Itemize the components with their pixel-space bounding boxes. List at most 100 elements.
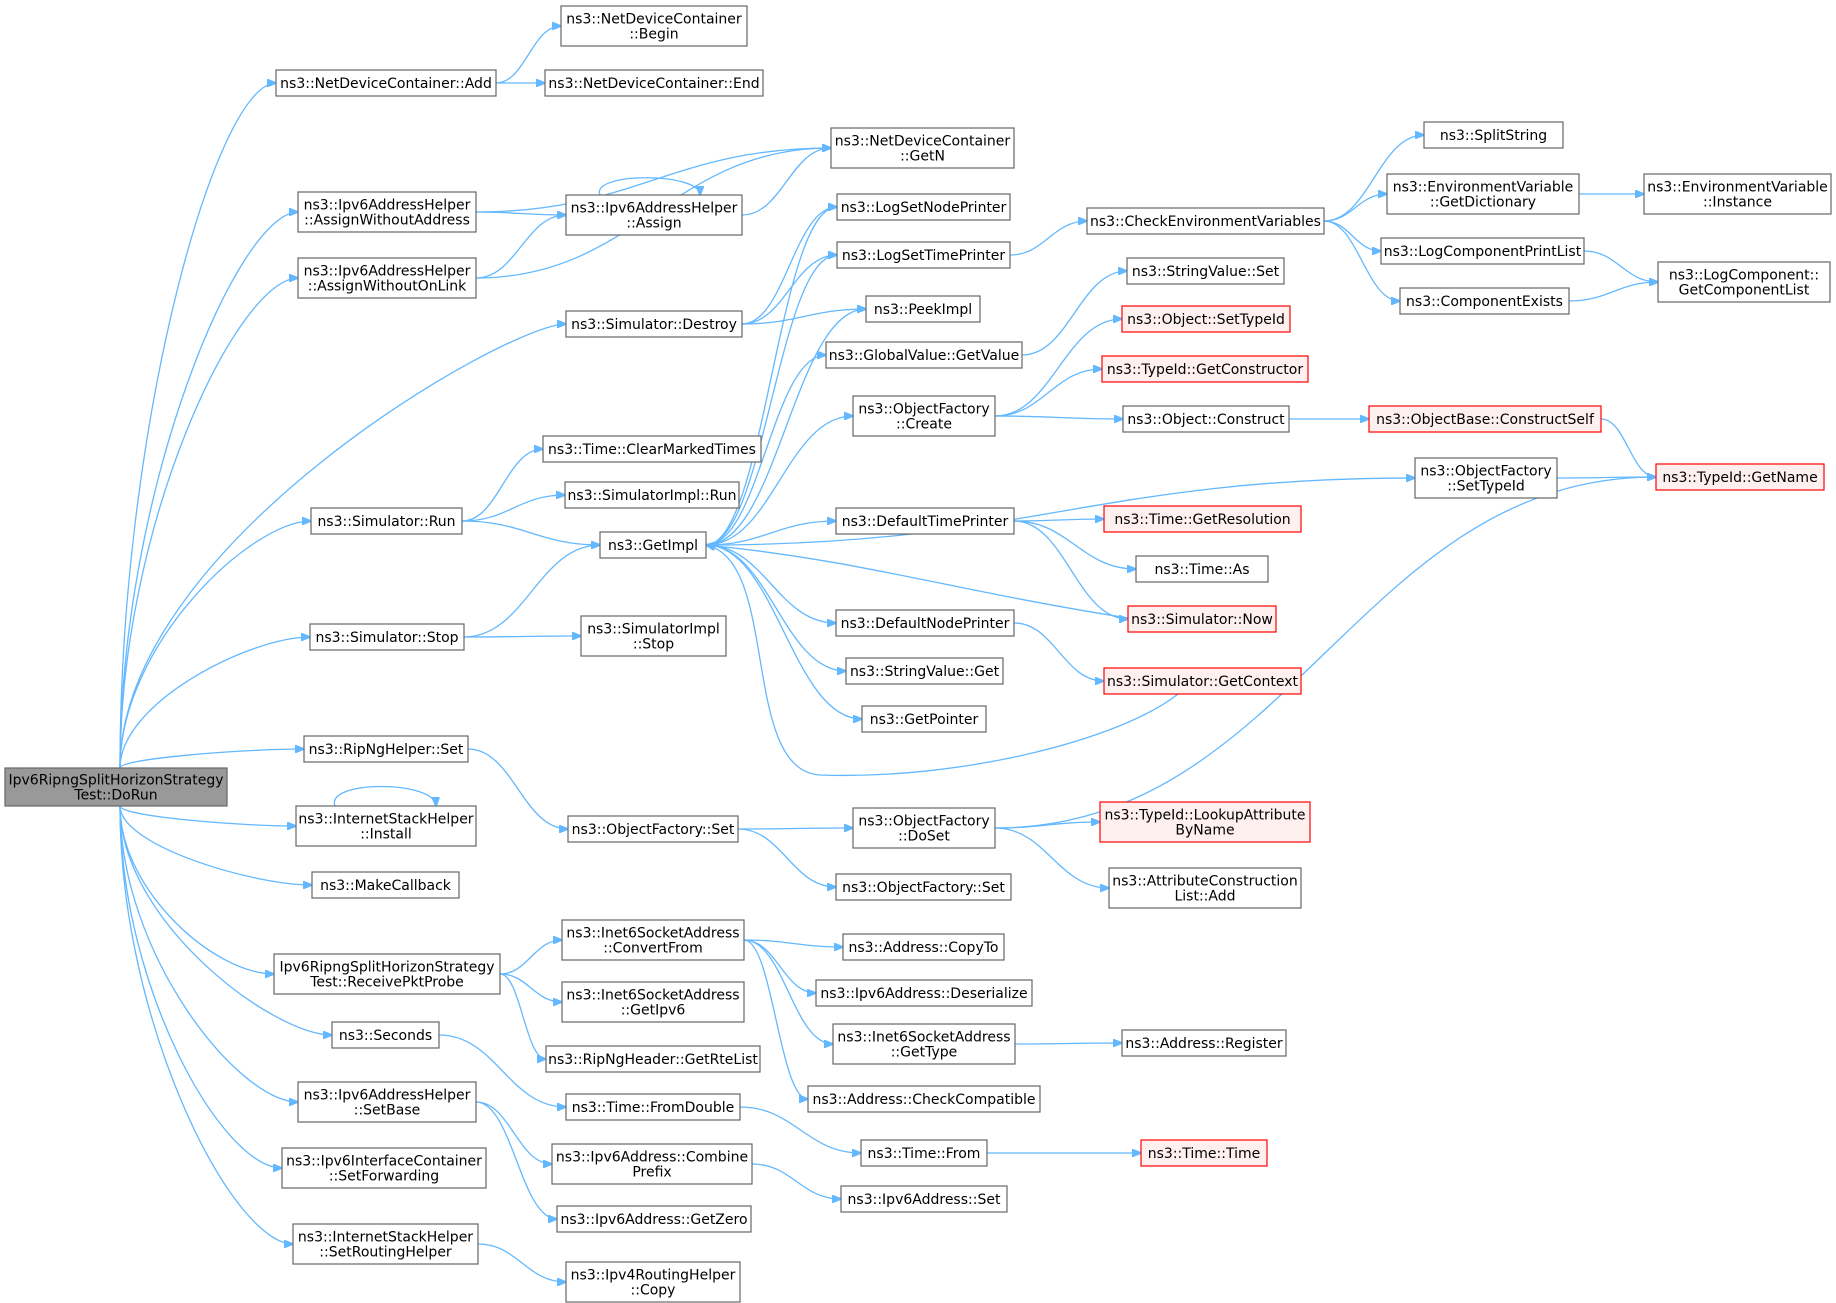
node-box [836, 241, 1011, 269]
node-tidCtor[interactable]: ns3::TypeId::GetConstructor [1101, 355, 1309, 383]
node-ofSet1[interactable]: ns3::ObjectFactory::Set [567, 815, 739, 843]
node-label: ns3::StringValue::Set [1132, 264, 1280, 280]
node-box [825, 341, 1023, 369]
node-label: ns3::ComponentExists [1406, 294, 1563, 310]
node-label: ::Install [360, 827, 412, 843]
call-edge-checkEnv-to-envDict [1323, 194, 1387, 222]
node-svSet[interactable]: ns3::StringValue::Set [1126, 257, 1285, 285]
node-simImplStop[interactable]: ns3::SimulatorImpl::Stop [580, 615, 727, 657]
node-label: ::ConvertFrom [603, 941, 702, 957]
node-ndcBegin[interactable]: ns3::NetDeviceContainer::Begin [560, 5, 748, 47]
node-ishInstall[interactable]: ns3::InternetStackHelper::Install [295, 805, 477, 847]
node-label: ns3::GlobalValue::GetValue [829, 348, 1019, 364]
node-box [1655, 463, 1825, 491]
node-ofDoSet[interactable]: ns3::ObjectFactory::DoSet [852, 807, 996, 849]
node-ofSetTid[interactable]: ns3::ObjectFactory::SetTypeId [1414, 457, 1558, 499]
node-box [542, 435, 762, 463]
node-ndcGetN[interactable]: ns3::NetDeviceContainer::GetN [830, 127, 1015, 169]
node-setBase[interactable]: ns3::Ipv6AddressHelper::SetBase [297, 1081, 477, 1123]
node-addrReg[interactable]: ns3::Address::Register [1121, 1029, 1287, 1057]
node-simImplRun[interactable]: ns3::SimulatorImpl::Run [564, 481, 740, 509]
node-getImpl[interactable]: ns3::GetImpl [599, 531, 707, 559]
node-logPrint[interactable]: ns3::LogComponentPrintList [1380, 237, 1585, 265]
node-simDestroy[interactable]: ns3::Simulator::Destroy [565, 310, 743, 338]
node-fromDouble[interactable]: ns3::Time::FromDouble [565, 1093, 741, 1121]
node-timeTime[interactable]: ns3::Time::Time [1140, 1139, 1268, 1167]
node-box [1643, 173, 1832, 215]
node-simRun[interactable]: ns3::Simulator::Run [310, 507, 463, 535]
node-recvProbe[interactable]: Ipv6RipngSplitHorizonStrategyTest::Recei… [273, 953, 501, 995]
node-splitStr[interactable]: ns3::SplitString [1423, 121, 1564, 149]
node-label: ns3::TypeId::GetName [1662, 470, 1817, 486]
node-label: ns3::Simulator::Run [317, 514, 455, 530]
node-addrCopy[interactable]: ns3::Address::CopyTo [842, 933, 1005, 961]
node-box [1121, 305, 1291, 333]
node-simCtx[interactable]: ns3::Simulator::GetContext [1103, 667, 1302, 695]
node-obConstruct[interactable]: ns3::ObjectBase::ConstructSelf [1368, 405, 1602, 433]
node-ofSet2[interactable]: ns3::ObjectFactory::Set [835, 873, 1012, 901]
node-box [1101, 355, 1309, 383]
node-getPtr[interactable]: ns3::GetPointer [861, 705, 987, 733]
node-ipv6Deser[interactable]: ns3::Ipv6Address::Deserialize [815, 979, 1033, 1007]
node-ofCreate[interactable]: ns3::ObjectFactory::Create [852, 395, 996, 437]
node-makeCb[interactable]: ns3::MakeCallback [311, 871, 460, 899]
node-logCompList[interactable]: ns3::LogComponent::GetComponentList [1657, 261, 1831, 303]
node-label: ns3::ObjectFactory [1420, 464, 1551, 480]
node-envInst[interactable]: ns3::EnvironmentVariable::Instance [1643, 173, 1832, 215]
node-i6GetType[interactable]: ns3::Inet6SocketAddress::GetType [832, 1023, 1016, 1065]
call-edge-root-to-ishInstall [119, 805, 296, 826]
node-assign[interactable]: ns3::Ipv6AddressHelper::Assign [565, 194, 743, 236]
node-awoLink[interactable]: ns3::Ipv6AddressHelper::AssignWithoutOnL… [297, 257, 477, 299]
node-getZero[interactable]: ns3::Ipv6Address::GetZero [556, 1205, 752, 1233]
call-edge-fromDouble-to-timeFrom [739, 1106, 861, 1153]
node-ipv6Set[interactable]: ns3::Ipv6Address::Set [840, 1185, 1008, 1213]
node-awoAddr[interactable]: ns3::Ipv6AddressHelper::AssignWithoutAdd… [297, 191, 477, 233]
node-addrCheck[interactable]: ns3::Address::CheckCompatible [807, 1085, 1041, 1113]
node-logTime[interactable]: ns3::LogSetTimePrinter [836, 241, 1011, 269]
node-tidName[interactable]: ns3::TypeId::GetName [1655, 463, 1825, 491]
node-timeFrom[interactable]: ns3::Time::From [860, 1139, 988, 1167]
node-ripSet[interactable]: ns3::RipNgHelper::Set [303, 735, 469, 763]
node-defTime[interactable]: ns3::DefaultTimePrinter [835, 507, 1015, 535]
node-compExists[interactable]: ns3::ComponentExists [1399, 287, 1570, 315]
node-seconds[interactable]: ns3::Seconds [331, 1021, 440, 1049]
node-simNow[interactable]: ns3::Simulator::Now [1127, 605, 1277, 633]
node-envDict[interactable]: ns3::EnvironmentVariable::GetDictionary [1386, 173, 1580, 215]
node-i6GetIpv6[interactable]: ns3::Inet6SocketAddress::GetIpv6 [561, 981, 745, 1023]
node-peekImpl[interactable]: ns3::PeekImpl [865, 295, 981, 323]
node-ipv4Copy[interactable]: ns3::Ipv4RoutingHelper::Copy [565, 1261, 741, 1303]
node-box [832, 1023, 1016, 1065]
node-timeAs[interactable]: ns3::Time::As [1135, 555, 1269, 583]
node-rteList[interactable]: ns3::RipNgHeader::GetRteList [545, 1045, 761, 1073]
node-timeRes[interactable]: ns3::Time::GetResolution [1103, 505, 1302, 533]
node-checkEnv[interactable]: ns3::CheckEnvironmentVariables [1086, 207, 1325, 235]
node-ndcAdd[interactable]: ns3::NetDeviceContainer::Add [275, 69, 497, 97]
node-svGet[interactable]: ns3::StringValue::Get [845, 657, 1004, 685]
call-edge-getImpl-to-gvGet [705, 355, 826, 546]
call-edge-ofCreate-to-objCtor [994, 416, 1123, 419]
node-i6Conv[interactable]: ns3::Inet6SocketAddress::ConvertFrom [561, 919, 745, 961]
node-box [1126, 257, 1285, 285]
call-edge-defNode-to-simCtx [1013, 622, 1104, 681]
function-nodes: Ipv6RipngSplitHorizonStrategyTest::DoRun… [4, 5, 1832, 1303]
node-objCtor[interactable]: ns3::Object::Construct [1122, 405, 1290, 433]
node-defNode[interactable]: ns3::DefaultNodePrinter [835, 609, 1015, 637]
node-clearTimes[interactable]: ns3::Time::ClearMarkedTimes [542, 435, 762, 463]
node-ndcEnd[interactable]: ns3::NetDeviceContainer::End [544, 69, 764, 97]
node-setRouting[interactable]: ns3::InternetStackHelper::SetRoutingHelp… [292, 1223, 479, 1265]
node-simStop[interactable]: ns3::Simulator::Stop [309, 623, 465, 651]
call-edge-simDestroy-to-peekImpl [741, 309, 866, 325]
node-logNode[interactable]: ns3::LogSetNodePrinter [836, 193, 1011, 221]
call-edge-simStop-to-getImpl [463, 545, 600, 638]
node-label: ns3::Ipv6Address::Set [848, 1192, 1001, 1208]
call-edge-root-to-setBase [119, 805, 298, 1102]
node-objSetTid[interactable]: ns3::Object::SetTypeId [1121, 305, 1291, 333]
call-edge-getImpl-to-getPtr [705, 544, 862, 719]
node-setFwd[interactable]: ns3::Ipv6InterfaceContainer::SetForwardi… [281, 1147, 487, 1189]
node-box [842, 933, 1005, 961]
node-gvGet[interactable]: ns3::GlobalValue::GetValue [825, 341, 1023, 369]
